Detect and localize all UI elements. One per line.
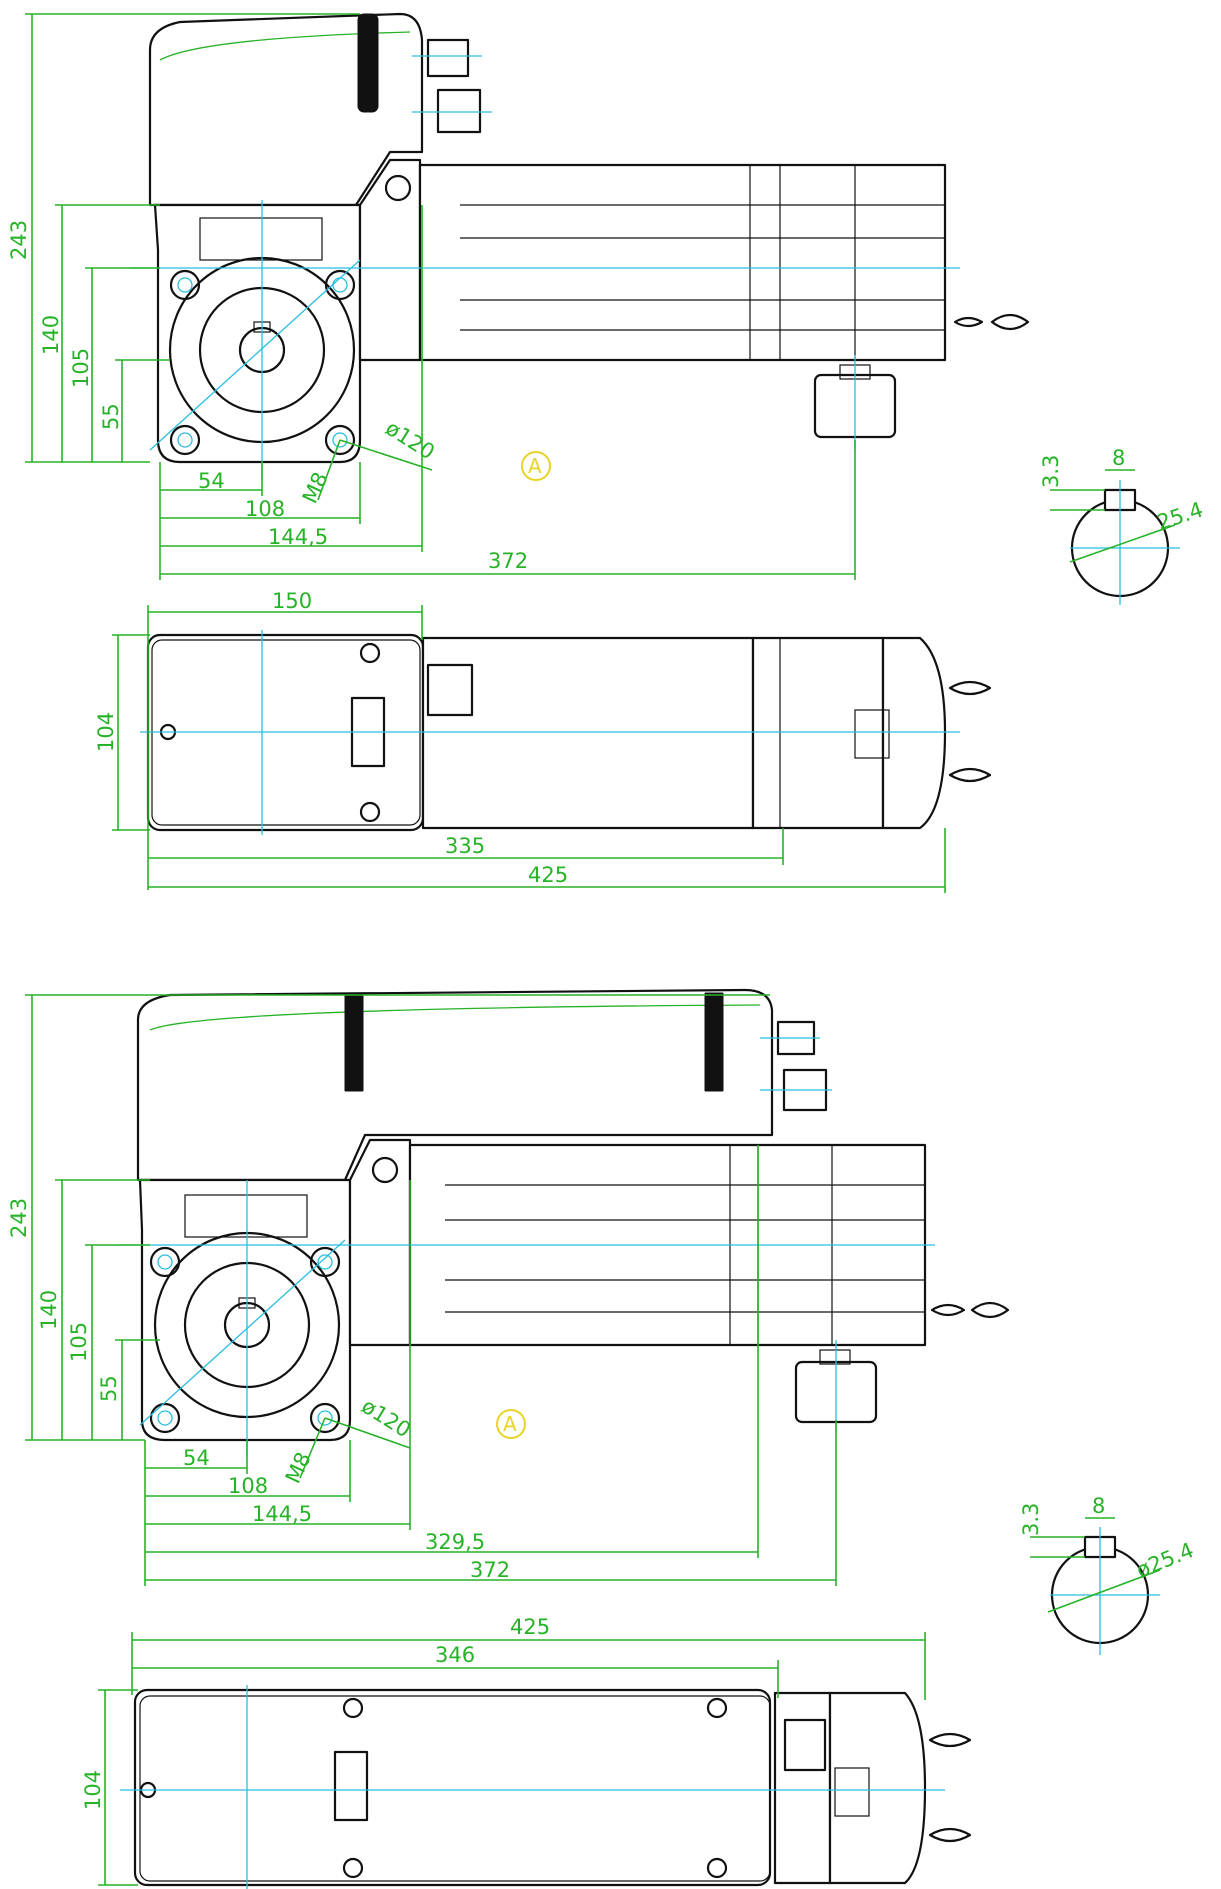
motor-cover [148, 12, 424, 207]
plan-length-425: 425 [528, 863, 568, 887]
top-plan-view: 150 104 335 425 [94, 589, 992, 893]
dim-55-b: 55 [97, 1375, 121, 1402]
bottom-side-view: 243 140 105 55 54 108 144,5 329,5 372 ø1… [7, 988, 1010, 1586]
dim-55: 55 [99, 403, 123, 430]
dim-243: 243 [7, 220, 31, 260]
plan-height-104: 104 [94, 712, 118, 752]
shaft-key-width: 8 [1112, 446, 1125, 470]
dim-140: 140 [39, 315, 63, 355]
top-side-view: 243 140 105 55 54 108 144,5 372 ø120 M8 … [7, 12, 1030, 580]
bottom-plan-view: 425 346 104 [81, 1615, 972, 1889]
dim-140-b: 140 [37, 1290, 61, 1330]
motor-cover-long [136, 988, 774, 1182]
cover-highlight-2 [149, 1004, 761, 1031]
side-plate [358, 158, 422, 362]
shaft-diameter-b: ø25.4 [1133, 1538, 1197, 1583]
marker-a-b: A [503, 1412, 517, 1436]
shaft-key-depth: 3.3 [1039, 455, 1063, 488]
gearbox-front-2 [138, 1178, 352, 1442]
cover-handle-2 [704, 992, 724, 1092]
dim-372-b: 372 [470, 1558, 510, 1582]
shaft-key-width-b: 8 [1092, 1494, 1105, 1518]
plan-cover-long [133, 1688, 772, 1887]
dim-54: 54 [198, 469, 225, 493]
bottom-shaft-detail: 3.3 8 ø25.4 [1019, 1494, 1197, 1655]
nut-1 [426, 38, 470, 78]
gearbox-front [153, 203, 362, 464]
top-shaft-detail: 3.3 8 25.4 [1039, 446, 1206, 605]
label-plate [199, 217, 323, 261]
dim-108-b: 108 [228, 1474, 268, 1498]
marker-a: A [528, 454, 542, 478]
dim-108: 108 [245, 497, 285, 521]
motor-tube [418, 163, 947, 362]
dim-105-b: 105 [67, 1322, 91, 1362]
cover-handle-1 [344, 992, 364, 1092]
plan-width-150: 150 [272, 589, 312, 613]
plan-length-425-b: 425 [510, 1615, 550, 1639]
dim-372: 372 [488, 549, 528, 573]
cover-handle [357, 13, 379, 113]
dim-diameter-120-b: ø120 [357, 1394, 415, 1442]
plan-motor-tube [421, 636, 755, 830]
dim-54-b: 54 [183, 1446, 210, 1470]
plan-length-346: 346 [435, 1643, 475, 1667]
dim-105: 105 [69, 348, 93, 388]
plan-length-335: 335 [445, 834, 485, 858]
nut-2 [436, 88, 482, 134]
shaft-diameter: 25.4 [1154, 497, 1206, 534]
dim-329-5: 329,5 [425, 1530, 485, 1554]
dim-144-5: 144,5 [268, 525, 328, 549]
dim-243-b: 243 [7, 1198, 31, 1238]
plan-height-104-b: 104 [81, 1770, 105, 1810]
dim-144-5-b: 144,5 [252, 1502, 312, 1526]
shaft-key-depth-b: 3.3 [1019, 1503, 1043, 1536]
